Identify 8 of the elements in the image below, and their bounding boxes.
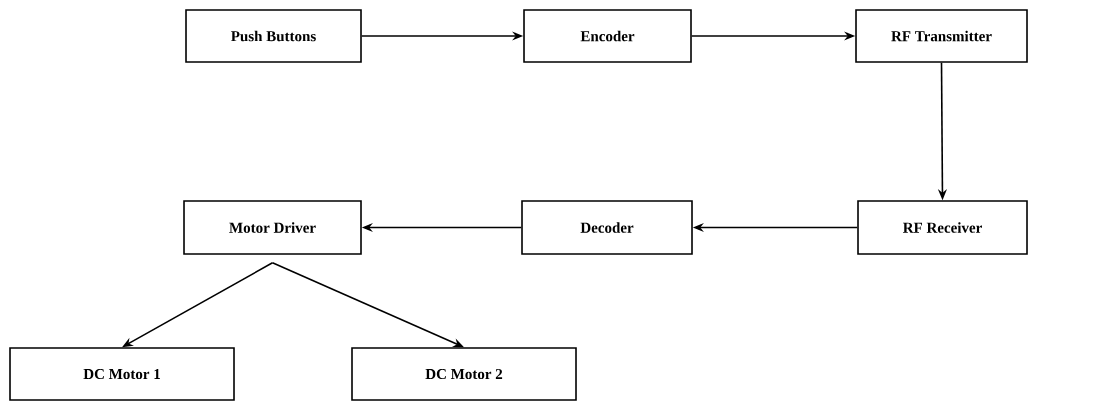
process-box: DC Motor 2	[351, 347, 577, 401]
process-box: RF Transmitter	[855, 9, 1028, 63]
process-box: Motor Driver	[183, 200, 362, 255]
process-box: Encoder	[523, 9, 692, 63]
process-box: Decoder	[521, 200, 693, 255]
process-box: Push Buttons	[185, 9, 362, 63]
process-box: DC Motor 1	[9, 347, 235, 401]
process-box: RF Receiver	[857, 200, 1028, 255]
